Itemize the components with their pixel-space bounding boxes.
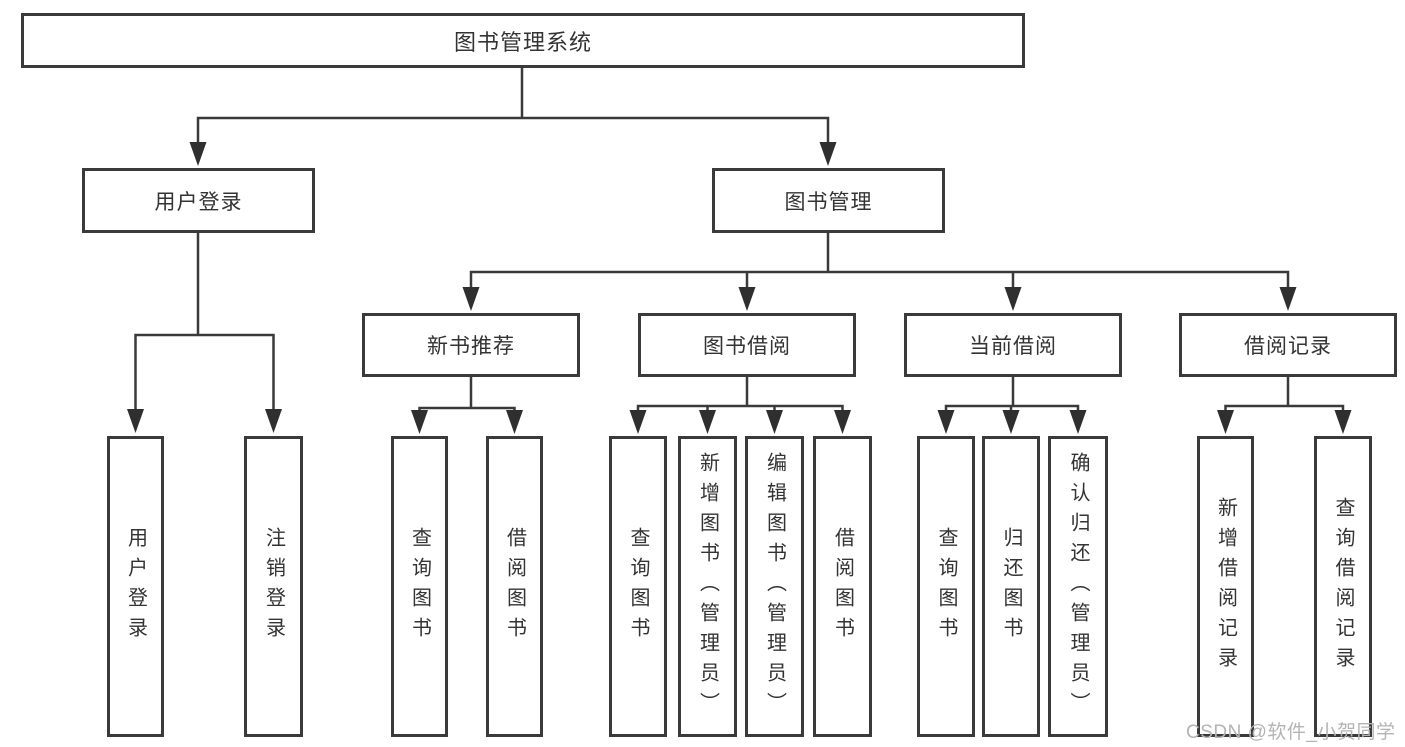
arrowhead — [738, 287, 756, 311]
node-current-borrow: 当前借阅 — [904, 313, 1122, 377]
connector-new-book-recommend-branch — [411, 375, 523, 434]
connector-book-borrow-branch — [629, 375, 851, 434]
node-user-login: 用户登录 — [82, 168, 315, 233]
leaf-borrow-add-books-admin: 新增图书（管理员） — [678, 436, 737, 737]
arrowhead — [1334, 410, 1352, 434]
leaf-user-login: 用户登录 — [107, 436, 164, 737]
node-book-management: 图书管理 — [712, 168, 945, 233]
connector-borrow-records-branch — [1217, 375, 1352, 434]
arrowhead — [189, 142, 207, 166]
arrowhead — [1069, 410, 1087, 434]
leaf-logout: 注销登录 — [244, 436, 303, 737]
arrowhead — [1279, 287, 1297, 311]
connector-user-login-branch — [127, 231, 282, 433]
arrowhead — [1004, 287, 1022, 311]
node-book-borrow: 图书借阅 — [638, 313, 856, 377]
connector-current-borrow-branch — [937, 375, 1087, 434]
arrowhead — [506, 410, 523, 434]
arrowhead — [127, 409, 144, 433]
leaf-records-query-record: 查询借阅记录 — [1314, 436, 1372, 737]
arrowhead — [462, 287, 480, 311]
connector-root-to-level2 — [189, 66, 837, 166]
arrowhead — [265, 409, 282, 433]
arrowhead — [1002, 410, 1020, 434]
arrowhead — [819, 142, 837, 166]
arrowhead — [699, 410, 716, 434]
leaf-recommend-query-books: 查询图书 — [391, 436, 448, 737]
arrowhead — [937, 410, 955, 434]
node-new-book-recommend: 新书推荐 — [362, 313, 580, 377]
arrowhead — [1217, 410, 1234, 434]
arrowhead — [411, 410, 428, 434]
leaf-records-add-record: 新增借阅记录 — [1197, 436, 1254, 737]
leaf-borrow-query-books: 查询图书 — [609, 436, 667, 737]
leaf-borrow-edit-books-admin: 编辑图书（管理员） — [745, 436, 804, 737]
leaf-current-confirm-return-admin: 确认归还（管理员） — [1048, 436, 1108, 737]
leaf-current-query-books: 查询图书 — [917, 436, 975, 737]
leaf-borrow-borrow-books: 借阅图书 — [813, 436, 872, 737]
arrowhead — [629, 410, 647, 434]
node-borrow-records: 借阅记录 — [1179, 313, 1397, 377]
node-root-system: 图书管理系统 — [21, 13, 1025, 68]
arrowhead — [834, 410, 851, 434]
arrowhead — [766, 410, 783, 434]
leaf-recommend-borrow-books: 借阅图书 — [486, 436, 543, 737]
connector-book-management-branch — [462, 231, 1297, 311]
watermark: CSDN @软件_小贺同学 — [1186, 722, 1396, 743]
leaf-current-return-books: 归还图书 — [982, 436, 1040, 737]
